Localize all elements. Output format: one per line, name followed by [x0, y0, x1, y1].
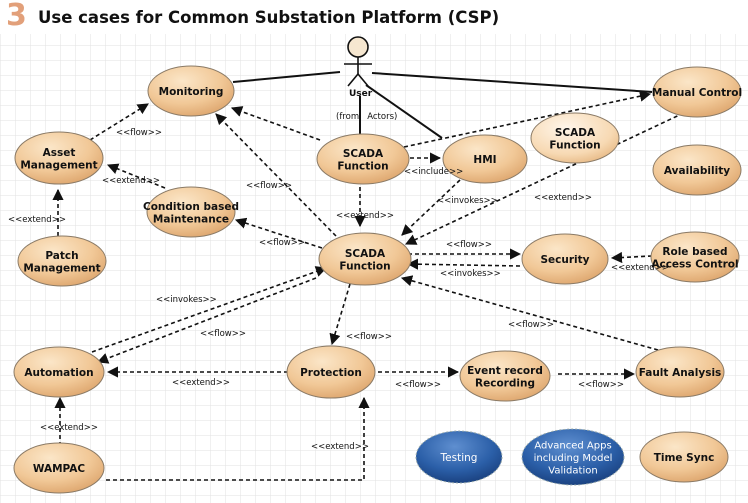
use-case-scada-function-top[interactable]: [316, 133, 410, 185]
edge-label-scadatop-main: <<extend>>: [336, 211, 394, 221]
edge-security-main: [406, 258, 521, 270]
use-case-testing[interactable]: [415, 430, 503, 484]
use-case-automation[interactable]: [13, 346, 105, 398]
edge-scadamain-monitoring: [215, 113, 337, 237]
edge-label-wampac-protection: <<extend>>: [311, 442, 369, 452]
edge-cbm-asset: [106, 163, 166, 189]
label-automation: Automation: [24, 367, 93, 379]
actor-label: User: [349, 89, 373, 99]
use-case-hmi[interactable]: [442, 134, 528, 184]
edge-label-asset-monitoring: <<flow>>: [116, 128, 162, 138]
edge-label-rbac-extend: <<extend>>: [611, 263, 669, 273]
use-case-event-record-recording[interactable]: [459, 350, 551, 402]
label-wampac: WAMPAC: [33, 463, 86, 475]
edge-label-security-main: <<invokes>>: [440, 269, 501, 279]
edge-manual-main: [404, 109, 691, 245]
edge-label-hmi-invokes: <<invokes>>: [437, 196, 498, 206]
edge-label-wampac-automation: <<extend>>: [40, 423, 98, 433]
edge-main-protection: [329, 283, 351, 346]
use-case-availability[interactable]: [652, 144, 742, 196]
edge-main-automation: [96, 277, 317, 364]
edge-label-protection-event: <<flow>>: [395, 380, 441, 390]
label-time-sync: Time Sync: [654, 452, 715, 464]
label-manual-control: Manual Control: [652, 87, 742, 99]
figure-number: 3: [6, 0, 27, 33]
use-case-asset-management[interactable]: [14, 131, 104, 185]
edge-label-automation-invokes: <<invokes>>: [156, 295, 217, 305]
edge-label-cbm-asset: <<extend>>: [102, 176, 160, 186]
use-case-wampac[interactable]: [13, 442, 105, 494]
label-protection: Protection: [300, 367, 362, 379]
actor-head-icon: [347, 36, 369, 58]
edge-label-main-automation: <<flow>>: [200, 329, 246, 339]
edge-label-protection-automation: <<extend>>: [172, 378, 230, 388]
use-case-scada-function-right[interactable]: [530, 112, 620, 164]
edge-wampac-protection: [106, 396, 370, 481]
user-actor[interactable]: [344, 36, 372, 87]
edge-label-fault-main: <<flow>>: [508, 320, 554, 330]
edge-main-cbm: [234, 217, 323, 249]
label-security: Security: [540, 254, 589, 266]
use-case-patch-management[interactable]: [17, 235, 107, 287]
use-case-time-sync[interactable]: [639, 431, 729, 483]
label-availability: Availability: [664, 165, 730, 177]
use-case-security[interactable]: [521, 233, 609, 285]
use-case-fault-analysis[interactable]: [635, 346, 725, 398]
edge-hmi-main: [401, 179, 461, 236]
use-case-advanced-apps[interactable]: [521, 428, 625, 486]
label-testing: Testing: [440, 452, 478, 464]
edge-label-main-cbm: <<flow>>: [259, 238, 305, 248]
edge-scadatop-monitoring: [230, 106, 321, 141]
edge-label-main-security: <<flow>>: [446, 240, 492, 250]
use-case-manual-control[interactable]: [652, 66, 742, 118]
edge-asset-monitoring: [89, 103, 149, 141]
figure-header: 3 Use cases for Common Substation Platfo…: [0, 0, 748, 34]
dependency-edges: [52, 90, 691, 481]
use-case-role-based-access-control[interactable]: [650, 231, 740, 283]
use-case-scada-function-main[interactable]: [318, 232, 412, 286]
edge-label-main-protection: <<flow>>: [346, 332, 392, 342]
figure-title: Use cases for Common Substation Platform…: [38, 8, 500, 27]
assoc-user-manual-control: [371, 72, 653, 93]
edge-label-patch-asset: <<extend>>: [8, 215, 66, 225]
actor-associations: [232, 71, 653, 139]
label-monitoring: Monitoring: [159, 86, 224, 98]
edge-label-hmi-include: <<include>>: [404, 167, 463, 177]
use-case-monitoring[interactable]: [147, 65, 235, 117]
edge-fault-main: [400, 275, 659, 351]
actor-note: (from Actors): [336, 112, 397, 122]
use-case-diagram: User (from Actors) Monitoring Manual Con…: [0, 34, 748, 503]
use-case-condition-based-maintenance[interactable]: [146, 186, 236, 238]
label-fault-analysis: Fault Analysis: [639, 367, 722, 379]
use-case-protection[interactable]: [286, 345, 376, 399]
edge-label-scadamain-monitoring: <<flow>>: [246, 181, 292, 191]
assoc-user-monitoring: [232, 71, 341, 83]
assoc-user-hmi: [365, 84, 443, 139]
edge-label-event-fault: <<flow>>: [578, 380, 624, 390]
edge-label-manual-extend: <<extend>>: [534, 193, 592, 203]
label-hmi: HMI: [473, 154, 496, 166]
